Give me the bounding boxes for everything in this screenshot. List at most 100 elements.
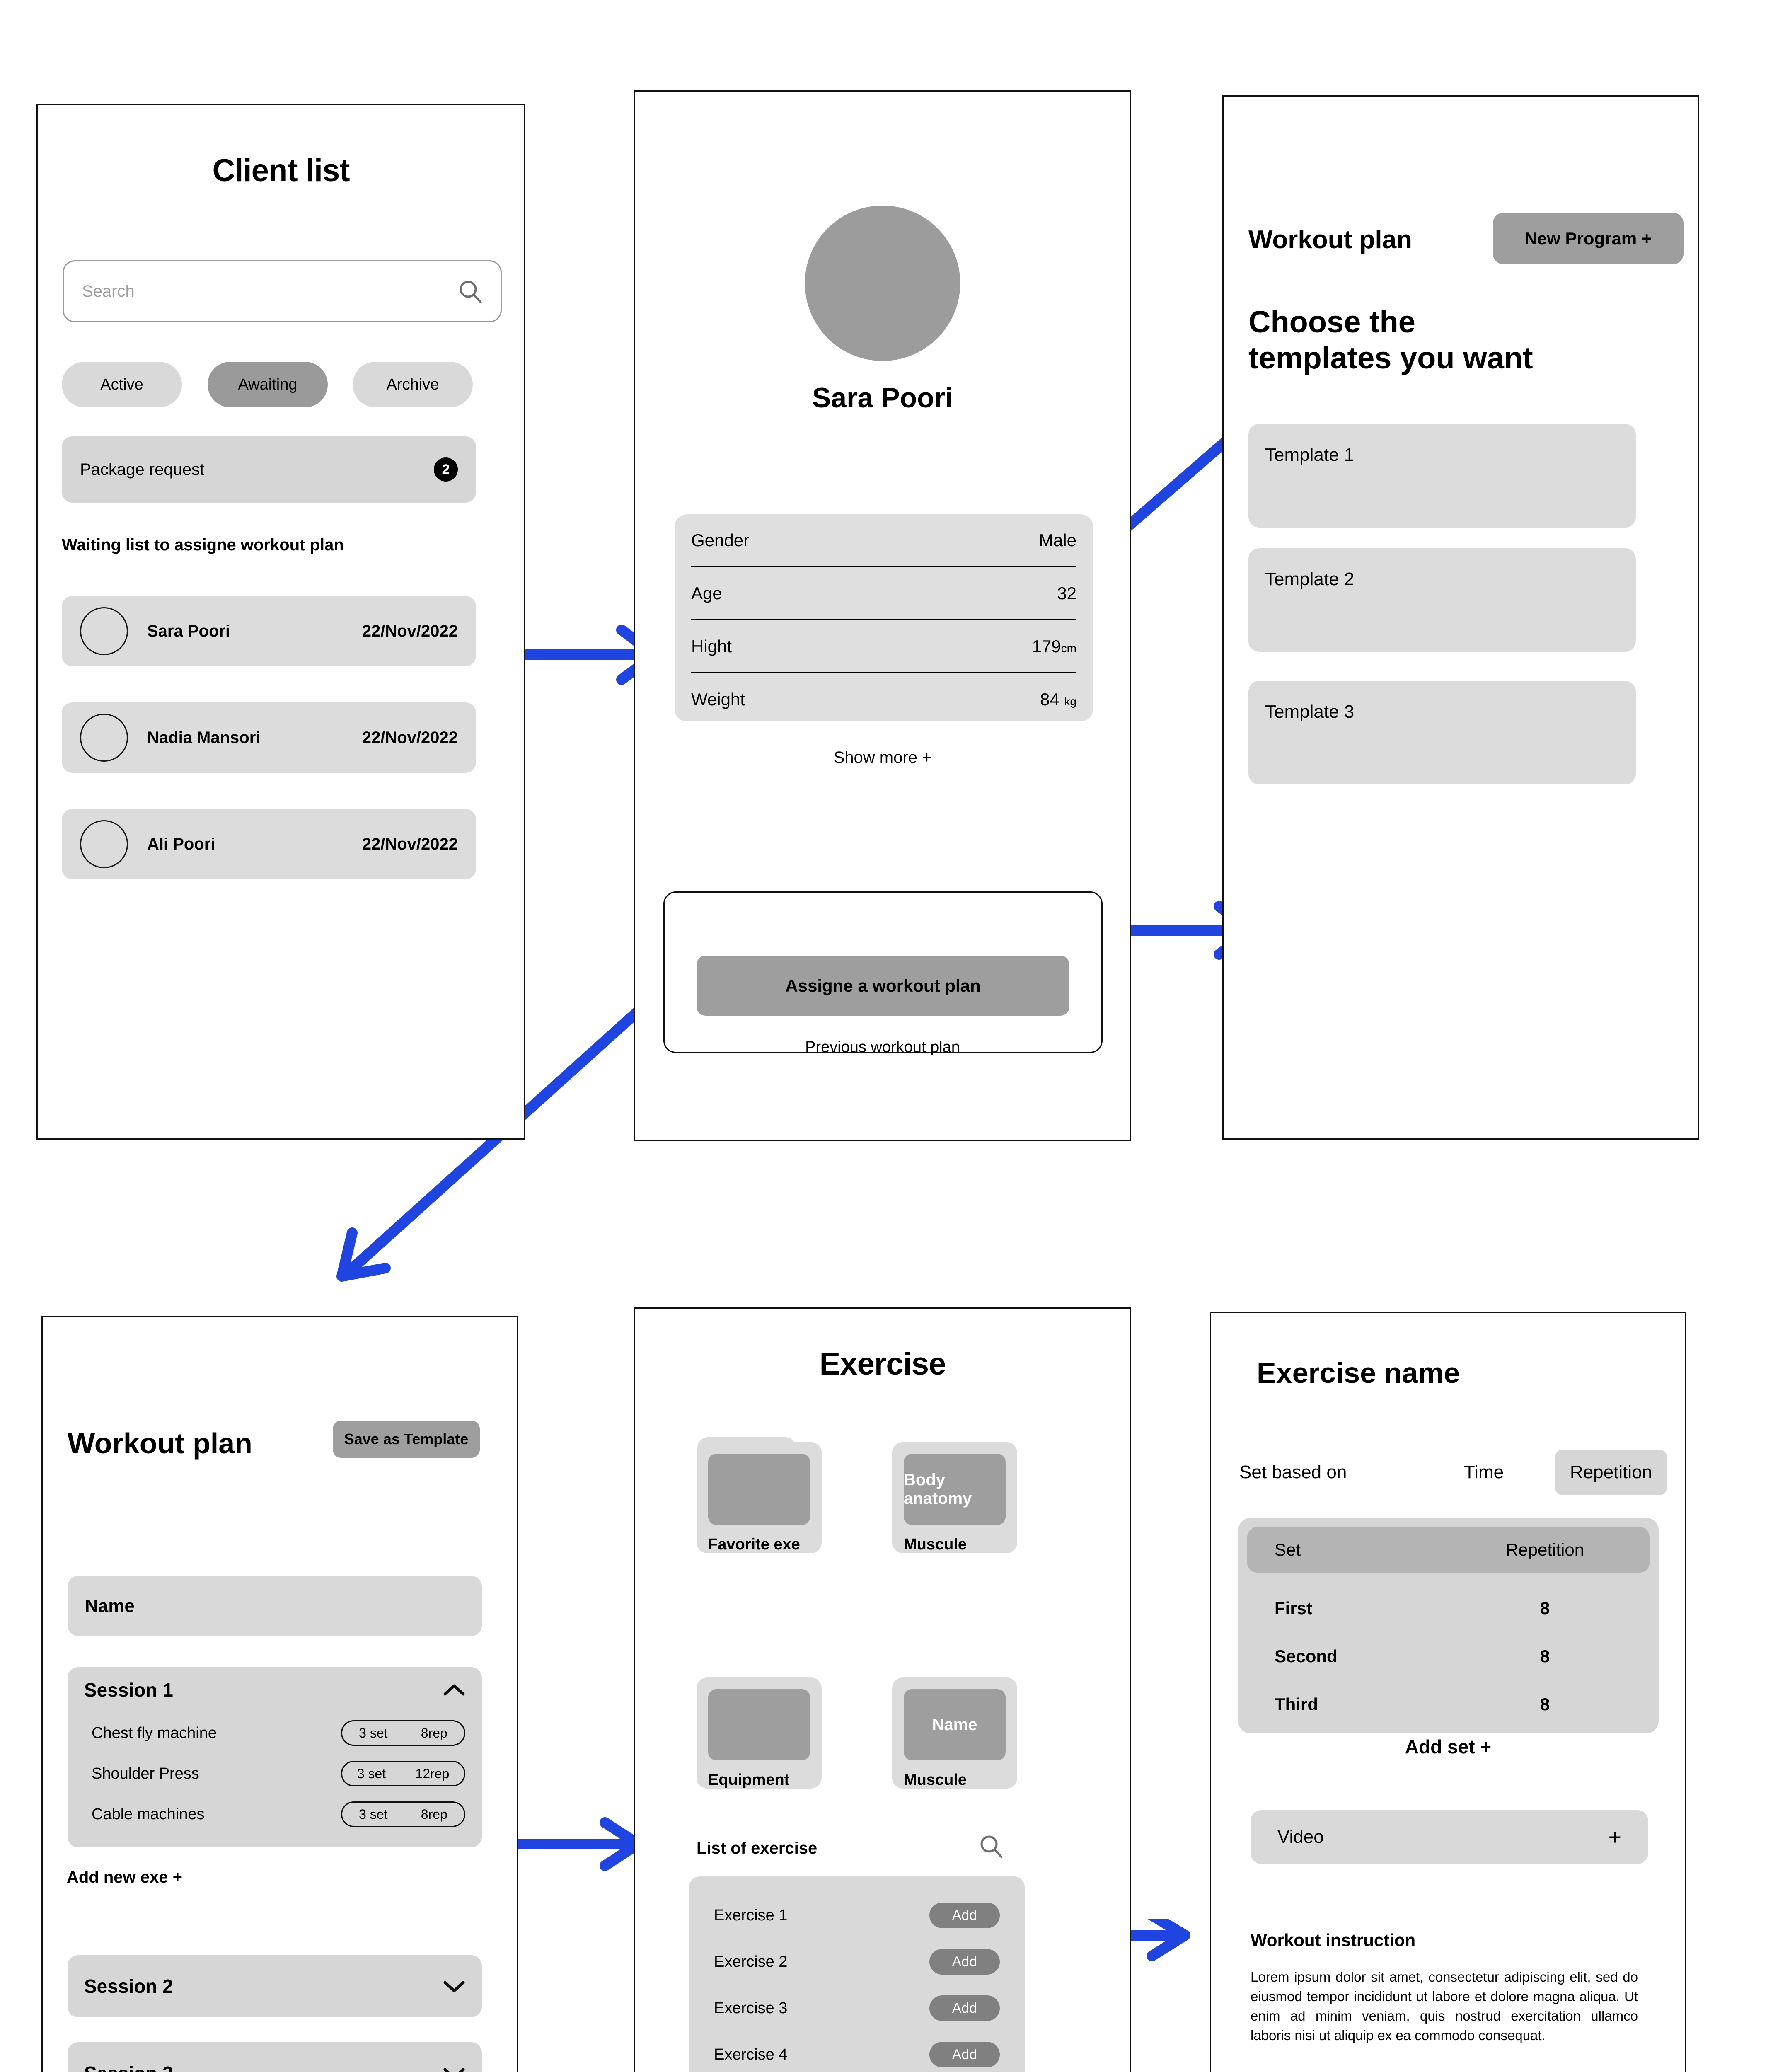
template-card-2[interactable]: Template 2 — [1248, 548, 1636, 652]
client-name: Sara Poori — [147, 622, 230, 640]
workout-instruction-body: Lorem ipsum dolor sit amet, consectetur … — [1251, 1969, 1638, 2043]
exercise-row[interactable]: Shoulder Press 3 set 12rep — [68, 1753, 482, 1794]
add-video-plus-icon[interactable]: + — [1608, 1825, 1621, 1849]
previous-workout-plan-link[interactable]: Previous workout plan — [805, 1038, 960, 1056]
template-card-1[interactable]: Template 1 — [1248, 424, 1636, 528]
rep-count: 12rep — [415, 1766, 450, 1781]
screen-choose-templates: Workout plan New Program + Choose the te… — [1222, 95, 1699, 1140]
add-exercise-button[interactable]: Add — [929, 1949, 1000, 1975]
session-card-2[interactable]: Session 2 — [68, 1955, 482, 2017]
list-item[interactable]: Exercise 1 Add — [689, 1892, 1025, 1939]
exercise-name: Shoulder Press — [92, 1765, 199, 1782]
exercise-name: Exercise 1 — [714, 1906, 788, 1924]
assign-workout-plan-label: Assigne a workout plan — [785, 975, 981, 995]
exercise-list-panel: Exercise 1 Add Exercise 2 Add Exercise 3… — [689, 1876, 1025, 2072]
template-card-1-label: Template 1 — [1265, 445, 1355, 465]
screen-exercise-browser: Exercise Favorite exe Body anatomy Mus — [634, 1307, 1131, 2072]
exercise-group-card-muscule-name[interactable]: Name Muscule — [892, 1677, 1017, 1789]
session-3-label: Session 3 — [84, 2062, 173, 2072]
assign-plan-panel — [663, 891, 1103, 1053]
exercise-group-card-favorite-exe[interactable]: Favorite exe — [697, 1442, 822, 1553]
page-title: Exercise name — [1257, 1357, 1460, 1389]
session-3-header[interactable]: Session 3 — [68, 2042, 482, 2072]
video-row[interactable]: Video + — [1251, 1810, 1648, 1864]
list-item[interactable]: Nadia Mansori 22/Nov/2022 — [62, 702, 476, 773]
exercise-thumbnail-text: Body anatomy — [904, 1471, 972, 1508]
filter-tab-active[interactable]: Active — [62, 362, 182, 407]
filter-tab-awaiting-label: Awaiting — [238, 375, 298, 393]
set-repetition-value[interactable]: 8 — [1540, 1694, 1550, 1714]
exercise-thumbnail-text: Name — [932, 1715, 977, 1734]
template-card-3[interactable]: Template 3 — [1248, 681, 1636, 784]
plan-name-input[interactable]: Name — [68, 1576, 482, 1636]
info-value: 84 — [1040, 689, 1059, 709]
screen-workout-plan-builder: Workout plan Save as Template Name Sessi… — [41, 1316, 518, 2072]
search-icon[interactable] — [458, 279, 482, 303]
list-item[interactable]: Exercise 4 Add — [689, 2031, 1025, 2072]
filter-tab-active-label: Active — [100, 375, 143, 393]
package-request-count-badge: 2 — [434, 457, 458, 482]
save-as-template-label: Save as Template — [344, 1431, 469, 1447]
assign-workout-plan-button[interactable]: Assigne a workout plan — [697, 956, 1069, 1016]
table-row[interactable]: First 8 — [1247, 1584, 1650, 1632]
profile-name: Sara Poori — [812, 382, 953, 414]
exercise-group-card-equipment[interactable]: Equipment — [697, 1677, 822, 1789]
session-2-label: Session 2 — [84, 1975, 173, 1997]
new-program-button[interactable]: New Program + — [1493, 213, 1684, 264]
set-rep-pill[interactable]: 3 set 12rep — [341, 1761, 465, 1786]
table-row[interactable]: Second 8 — [1247, 1632, 1650, 1680]
list-item[interactable]: Sara Poori 22/Nov/2022 — [62, 596, 476, 666]
set-repetition-value[interactable]: 8 — [1540, 1598, 1550, 1618]
search-input[interactable]: Search — [63, 260, 502, 322]
workout-instruction-title: Workout instruction — [1251, 1930, 1416, 1950]
info-unit: kg — [1064, 695, 1076, 708]
exercise-category-label: Favorite exe — [708, 1536, 800, 1553]
exercise-name: Chest fly machine — [92, 1724, 217, 1742]
client-name: Nadia Mansori — [147, 728, 261, 747]
avatar — [80, 607, 128, 655]
list-item[interactable]: Exercise 3 Add — [689, 1985, 1025, 2031]
session-card-3[interactable]: Session 3 — [68, 2042, 482, 2072]
save-as-template-button[interactable]: Save as Template — [333, 1421, 480, 1458]
exercise-row[interactable]: Cable machines 3 set 8rep — [68, 1794, 482, 1835]
set-rep-pill[interactable]: 3 set 8rep — [341, 1801, 465, 1827]
exercise-row[interactable]: Chest fly machine 3 set 8rep — [68, 1713, 482, 1753]
add-exercise-button[interactable]: Add — [929, 2042, 1000, 2067]
avatar — [80, 820, 128, 868]
page-title: Workout plan — [68, 1427, 252, 1460]
set-based-on-label: Set based on — [1239, 1462, 1347, 1482]
package-request-row[interactable]: Package request 2 — [62, 436, 476, 503]
add-new-exe-button[interactable]: Add new exe + — [67, 1868, 182, 1886]
set-count: 3 set — [359, 1806, 388, 1822]
list-item[interactable]: Ali Poori 22/Nov/2022 — [62, 809, 476, 879]
mode-time-option[interactable]: Time — [1464, 1462, 1504, 1482]
chevron-up-icon[interactable] — [443, 1683, 465, 1697]
mode-repetition-option[interactable]: Repetition — [1555, 1450, 1667, 1495]
waiting-list-title: Waiting list to assigne workout plan — [62, 536, 344, 554]
search-placeholder: Search — [82, 282, 135, 300]
add-exercise-button[interactable]: Add — [929, 1995, 1000, 2021]
exercise-group-card-muscule-anatomy[interactable]: Body anatomy Muscule — [892, 1442, 1017, 1553]
list-item[interactable]: Exercise 2 Add — [689, 1939, 1025, 1985]
session-2-header[interactable]: Session 2 — [68, 1955, 482, 2017]
exercise-thumbnail: Name — [904, 1689, 1006, 1760]
set-rep-pill[interactable]: 3 set 8rep — [341, 1720, 465, 1746]
search-icon[interactable] — [979, 1834, 1003, 1858]
table-row[interactable]: Third 8 — [1247, 1680, 1650, 1728]
template-card-2-label: Template 2 — [1265, 569, 1355, 589]
show-more-link[interactable]: Show more + — [833, 748, 932, 767]
session-1-header[interactable]: Session 1 — [68, 1667, 482, 1713]
info-label: Hight — [691, 636, 732, 656]
set-count: 3 set — [359, 1725, 388, 1740]
filter-tab-archive-label: Archive — [386, 375, 439, 393]
avatar — [80, 714, 128, 762]
chevron-down-icon[interactable] — [443, 1979, 465, 1993]
set-ordinal: Second — [1275, 1646, 1338, 1666]
page-title: Workout plan — [1248, 225, 1412, 254]
filter-tab-awaiting[interactable]: Awaiting — [208, 362, 328, 407]
chevron-down-icon[interactable] — [443, 2066, 465, 2072]
add-exercise-button[interactable]: Add — [929, 1903, 1000, 1928]
filter-tab-archive[interactable]: Archive — [353, 362, 473, 407]
add-set-button[interactable]: Add set + — [1405, 1736, 1492, 1757]
set-repetition-value[interactable]: 8 — [1540, 1646, 1550, 1666]
